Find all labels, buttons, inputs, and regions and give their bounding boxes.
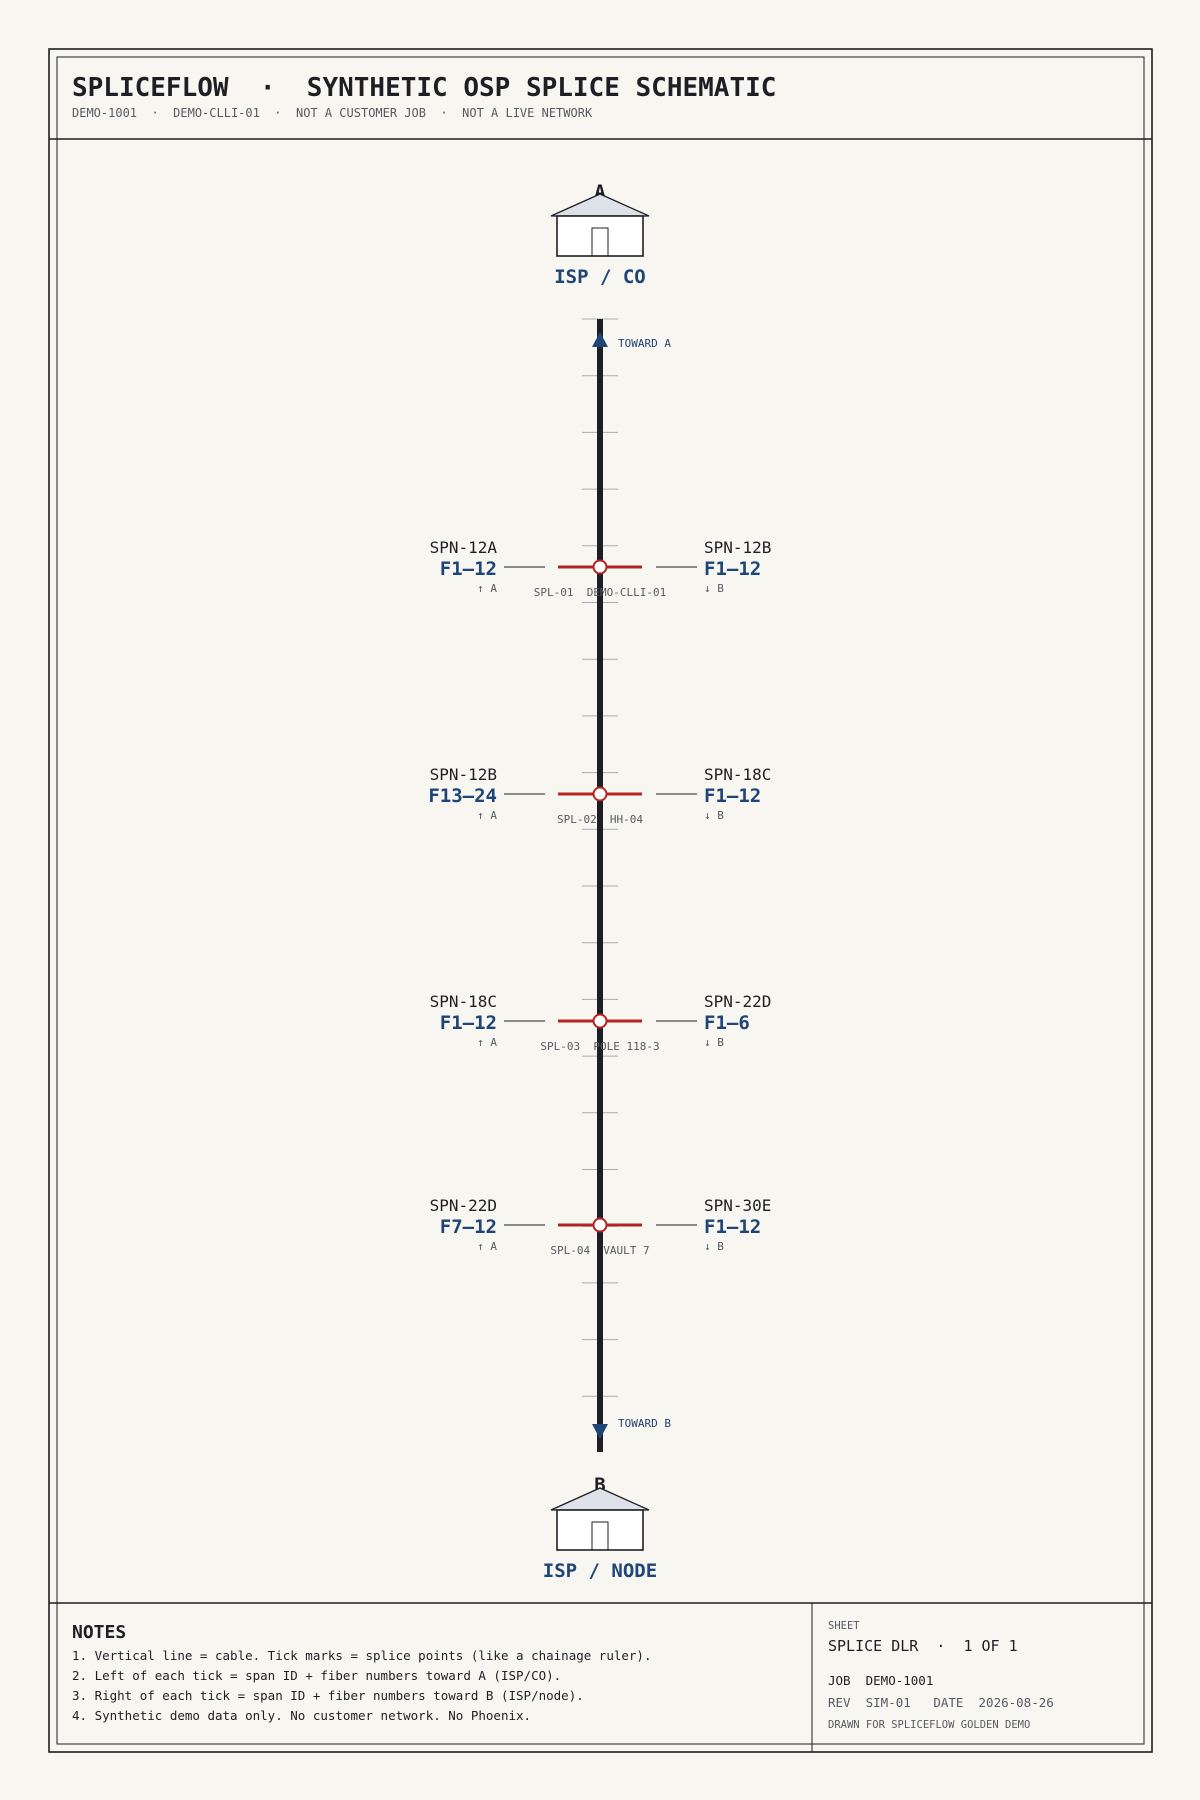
endpoint-a-label: ISP / CO bbox=[554, 266, 646, 288]
endpoint-b-label: ISP / NODE bbox=[543, 1560, 657, 1582]
sheet-value: SPLICE DLR · 1 OF 1 bbox=[828, 1637, 1018, 1655]
inner-border bbox=[56, 56, 1145, 1745]
left-fiber-range: F13–24 bbox=[428, 785, 497, 807]
splice-point: SPN-22D F7–12 ↑ A SPN-30E F1–12 ↓ B SPL-… bbox=[430, 1196, 772, 1257]
building-icon bbox=[550, 193, 650, 257]
left-span-id: SPN-22D bbox=[430, 1196, 497, 1215]
left-fiber-range: F7–12 bbox=[440, 1216, 497, 1238]
splice-caption: SPL-03 POLE 118-3 bbox=[540, 1040, 659, 1053]
toward-b-marker: TOWARD B bbox=[592, 1417, 671, 1439]
left-span-id: SPN-12B bbox=[430, 765, 497, 784]
right-span-id: SPN-18C bbox=[704, 765, 771, 784]
left-fiber-range: F1–12 bbox=[440, 1012, 497, 1034]
right-direction: ↓ B bbox=[704, 582, 724, 595]
splice-point: SPN-18C F1–12 ↑ A SPN-22D F1–6 ↓ B SPL-0… bbox=[430, 992, 772, 1053]
page-subtitle: DEMO-1001 · DEMO-CLLI-01 · NOT A CUSTOME… bbox=[72, 106, 593, 120]
splice-point-icon[interactable] bbox=[592, 786, 608, 802]
toward-a-marker: TOWARD A bbox=[592, 332, 671, 350]
splice-caption: SPL-04 VAULT 7 bbox=[550, 1244, 649, 1257]
right-fiber-range: F1–12 bbox=[704, 785, 761, 807]
right-span-id: SPN-30E bbox=[704, 1196, 771, 1215]
toward-a-label: TOWARD A bbox=[618, 337, 671, 350]
left-direction: ↑ A bbox=[477, 1240, 497, 1253]
title-block: SHEET SPLICE DLR · 1 OF 1 JOB DEMO-1001 … bbox=[828, 1620, 1054, 1731]
outer-border bbox=[48, 48, 1153, 1753]
right-fiber-range: F1–12 bbox=[704, 1216, 761, 1238]
endpoint-a: A ISP / CO bbox=[550, 181, 650, 288]
note-item: 1. Vertical line = cable. Tick marks = s… bbox=[72, 1648, 651, 1663]
right-span-id: SPN-12B bbox=[704, 538, 771, 557]
left-direction: ↑ A bbox=[477, 582, 497, 595]
endpoint-b: B ISP / NODE bbox=[543, 1474, 657, 1582]
toward-b-label: TOWARD B bbox=[618, 1417, 671, 1430]
splice-point-icon[interactable] bbox=[592, 1217, 608, 1233]
splice-caption: SPL-02 HH-04 bbox=[557, 813, 643, 826]
note-item: 2. Left of each tick = span ID + fiber n… bbox=[72, 1668, 561, 1683]
arrow-up-icon bbox=[592, 332, 608, 347]
right-fiber-range: F1–12 bbox=[704, 558, 761, 580]
right-fiber-range: F1–6 bbox=[704, 1012, 750, 1034]
notes-heading: NOTES bbox=[72, 1622, 126, 1643]
right-direction: ↓ B bbox=[704, 1036, 724, 1049]
splice-caption: SPL-01 DEMO-CLLI-01 bbox=[534, 586, 666, 599]
notes-block: NOTES 1. Vertical line = cable. Tick mar… bbox=[72, 1622, 651, 1723]
sheet-label: SHEET bbox=[828, 1620, 860, 1632]
right-direction: ↓ B bbox=[704, 809, 724, 822]
left-direction: ↑ A bbox=[477, 809, 497, 822]
note-item: 3. Right of each tick = span ID + fiber … bbox=[72, 1688, 584, 1703]
arrow-down-icon bbox=[592, 1424, 608, 1439]
endpoint-b-letter: B bbox=[594, 1474, 605, 1496]
drawn-for-line: DRAWN FOR SPLICEFLOW GOLDEN DEMO bbox=[828, 1719, 1030, 1731]
job-line: JOB DEMO-1001 bbox=[828, 1673, 933, 1688]
splice-point: SPN-12B F13–24 ↑ A SPN-18C F1–12 ↓ B SPL… bbox=[428, 765, 771, 826]
splice-point: SPN-12A F1–12 ↑ A SPN-12B F1–12 ↓ B SPL-… bbox=[430, 538, 772, 599]
splice-point-icon[interactable] bbox=[592, 559, 608, 575]
page-title: SPLICEFLOW · SYNTHETIC OSP SPLICE SCHEMA… bbox=[72, 73, 776, 103]
left-fiber-range: F1–12 bbox=[440, 558, 497, 580]
note-item: 4. Synthetic demo data only. No customer… bbox=[72, 1708, 531, 1723]
splice-point-icon[interactable] bbox=[592, 1013, 608, 1029]
left-span-id: SPN-18C bbox=[430, 992, 497, 1011]
building-icon bbox=[550, 1487, 650, 1551]
rev-date-line: REV SIM-01 DATE 2026-08-26 bbox=[828, 1695, 1054, 1710]
left-direction: ↑ A bbox=[477, 1036, 497, 1049]
left-span-id: SPN-12A bbox=[430, 538, 498, 557]
right-span-id: SPN-22D bbox=[704, 992, 771, 1011]
right-direction: ↓ B bbox=[704, 1240, 724, 1253]
